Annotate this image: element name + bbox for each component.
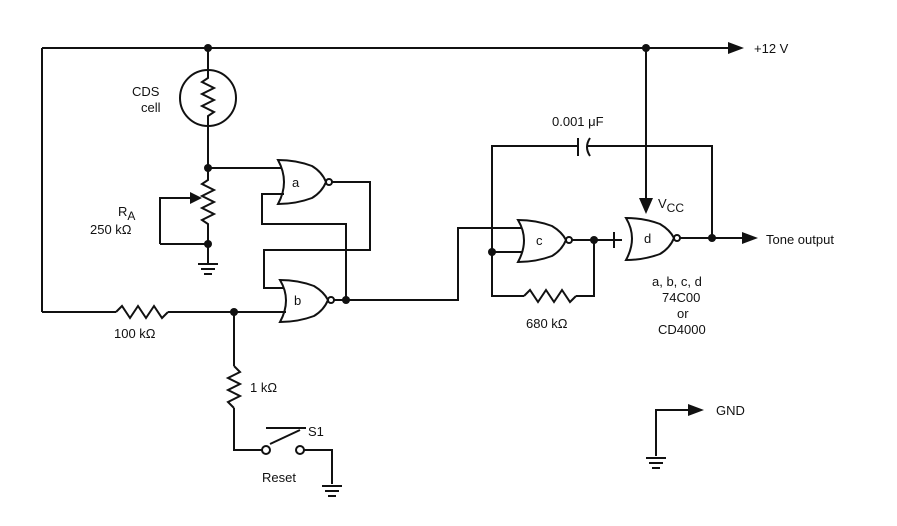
tone-output-arrow <box>742 232 758 244</box>
ground-symbol-ra <box>198 263 218 275</box>
ra-value: 250 kΩ <box>90 222 132 237</box>
ra-label: RA <box>118 204 135 223</box>
cds-cell-resistor <box>199 72 217 124</box>
cap-right-wire <box>588 145 713 238</box>
r1k-label: 1 kΩ <box>250 380 277 395</box>
gnd-legend-arrow <box>688 404 704 416</box>
resistor-100k <box>115 304 169 320</box>
gate-b-label: b <box>294 293 301 308</box>
resistor-1k <box>225 365 243 409</box>
cds-label-1: CDS <box>132 84 160 99</box>
wire-1k-to-switch <box>233 408 262 451</box>
gate-b-to-gate-c-wire <box>346 227 524 301</box>
ground-symbol-switch <box>322 485 342 497</box>
gnd-legend-wire <box>655 409 690 456</box>
ra-wiper-arrow <box>190 192 202 204</box>
gate-note-2: 74C00 <box>662 290 700 305</box>
gnd-label: GND <box>716 403 745 418</box>
gate-c <box>516 218 568 264</box>
gate-a <box>276 158 328 206</box>
r680-right-wire <box>576 240 595 297</box>
gate-note-3: or <box>677 306 689 321</box>
gate-c-bubble <box>565 236 573 244</box>
reset-switch <box>261 427 306 455</box>
cap-left-wire <box>491 145 578 252</box>
capacitor-plate-2 <box>586 137 591 157</box>
r100-label: 100 kΩ <box>114 326 156 341</box>
ra-potentiometer <box>199 168 217 244</box>
gate-b-bubble <box>327 296 335 304</box>
s1-label: S1 <box>308 424 324 439</box>
supply-label: +12 V <box>754 41 789 56</box>
tone-output-label: Tone output <box>766 232 834 247</box>
gate-c-label: c <box>536 233 543 248</box>
resistor-680k <box>523 288 577 304</box>
gate-d-label: d <box>644 231 651 246</box>
supply-arrow <box>728 42 744 54</box>
reset-label: Reset <box>262 470 296 485</box>
r680-left-wire <box>491 252 524 297</box>
ground-symbol-legend <box>646 457 666 469</box>
switch-ground-wire <box>304 449 333 484</box>
gate-a-bubble <box>325 178 333 186</box>
r680-label: 680 kΩ <box>526 316 568 331</box>
gate-b <box>278 278 330 324</box>
vcc-arrow <box>639 198 653 214</box>
gate-note-1: a, b, c, d <box>652 274 702 289</box>
gate-d-bubble <box>673 234 681 242</box>
vcc-label: VCC <box>658 196 684 215</box>
gate-d <box>624 216 676 262</box>
cds-label-2: cell <box>141 100 161 115</box>
gate-note-4: CD4000 <box>658 322 706 337</box>
cap-label: 0.001 μF <box>552 114 604 129</box>
ra-wiper-wire <box>159 197 196 244</box>
gate-a-out-to-gate-b <box>263 181 371 289</box>
junction-tone-output <box>708 234 716 242</box>
gate-a-label: a <box>292 175 300 190</box>
